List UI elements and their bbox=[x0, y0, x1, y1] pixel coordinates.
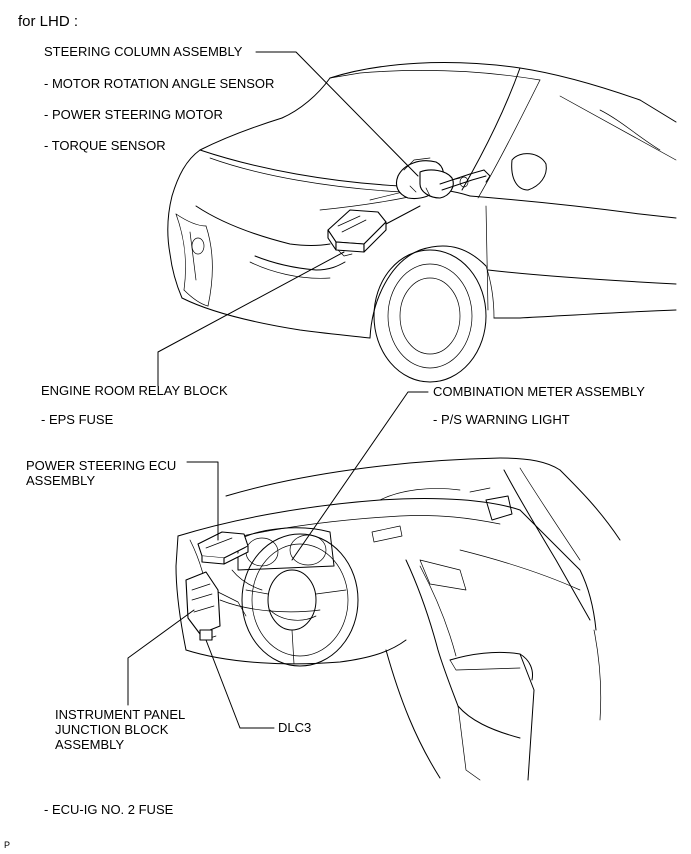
car-exterior-illustration bbox=[167, 62, 677, 383]
dlc3-leader bbox=[205, 639, 275, 729]
instrument-panel-junction-block bbox=[185, 571, 221, 641]
engine-room-relay-label: ENGINE ROOM RELAY BLOCK bbox=[41, 383, 228, 398]
combination-meter-label: COMBINATION METER ASSEMBLY bbox=[433, 384, 645, 399]
steering-column-leader bbox=[255, 51, 419, 177]
ip-junction-block-label-line3: ASSEMBLY bbox=[55, 737, 125, 752]
ps-warning-light-label: - P/S WARNING LIGHT bbox=[433, 412, 570, 427]
ps-ecu-label-line2: ASSEMBLY bbox=[26, 473, 96, 488]
combination-meter-leader bbox=[291, 391, 429, 561]
ps-ecu-label-line1: POWER STEERING ECU bbox=[26, 458, 177, 473]
power-steering-motor-label: - POWER STEERING MOTOR bbox=[44, 107, 223, 122]
ip-junction-block-label-line1: INSTRUMENT PANEL bbox=[55, 707, 186, 722]
steering-column-label: STEERING COLUMN ASSEMBLY bbox=[44, 44, 243, 59]
ps-ecu-leader bbox=[186, 461, 219, 541]
torque-sensor-label: - TORQUE SENSOR bbox=[44, 138, 166, 153]
figure-mark: P bbox=[4, 840, 11, 850]
interior-illustration bbox=[175, 457, 621, 781]
ecu-ig-fuse-label: - ECU-IG NO. 2 FUSE bbox=[44, 802, 174, 817]
ip-junction-block-leader bbox=[127, 609, 195, 706]
diagram-title: for LHD : bbox=[18, 13, 79, 30]
eps-fuse-label: - EPS FUSE bbox=[41, 412, 114, 427]
engine-room-relay-block bbox=[327, 209, 387, 257]
ip-junction-block-label-line2: JUNCTION BLOCK bbox=[55, 722, 169, 737]
motor-rotation-sensor-label: - MOTOR ROTATION ANGLE SENSOR bbox=[44, 76, 275, 91]
power-steering-ecu bbox=[197, 531, 249, 565]
steering-column-assembly bbox=[395, 157, 491, 200]
engine-room-relay-leader bbox=[157, 251, 345, 387]
dlc3-label: DLC3 bbox=[278, 720, 312, 735]
